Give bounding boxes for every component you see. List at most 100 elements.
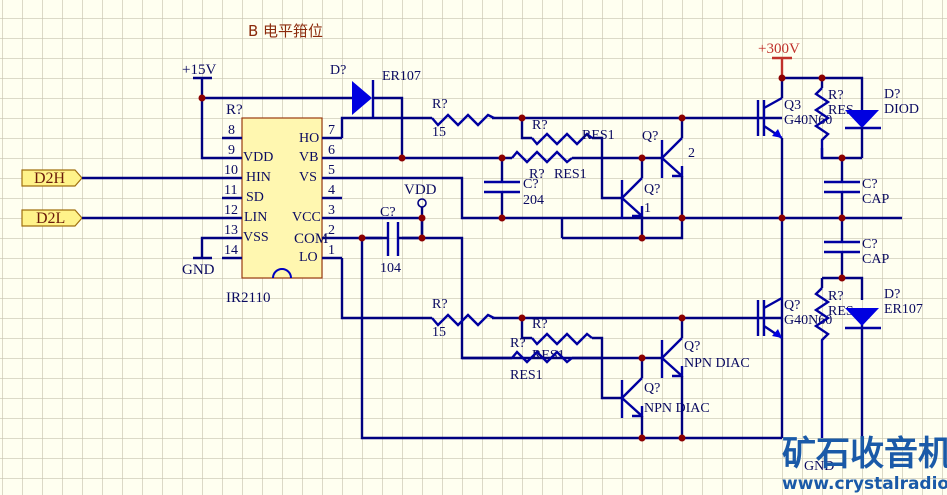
capacitor-104: C? 104 [362,205,422,276]
pin-num: 8 [228,123,235,138]
ic-body [241,117,323,279]
transistor-q-lo-2: Q? NPN DIAC [660,337,750,378]
gnd-right-label: GND [804,459,834,474]
watermark-url: www.crystalradio.cn [782,474,947,494]
gnd-left-symbol: GND [182,236,222,278]
plus300v-label: +300V [758,41,800,57]
sheet-title: B 电平箝位 [248,22,323,40]
resistor-hi-b: R? RES1 [511,150,587,182]
c-vdd-value: 104 [380,261,401,276]
d-boot-value: ER107 [382,69,421,84]
transistor-q-hi-1: Q? 1 [620,177,660,218]
r-lo-b-ref: R? [510,336,526,351]
q-lo-1-ref: Q? [644,381,660,396]
capacitor-cap-top: C? CAP [824,177,889,207]
pin-num: 3 [328,203,335,218]
resistor-hi-a: R? RES1 [531,118,615,146]
capacitor-204: C? 204 [484,158,544,218]
r-gate-lo-ref: R? [432,297,448,312]
pin-num: 13 [224,223,238,238]
pin-name: VDD [243,150,273,165]
port-d2h-label: D2H [34,170,66,187]
ic-ref: R? [226,102,243,118]
ir2110-chip: 8 9 10 11 12 13 14 VDD HIN SD LIN VSS 7 … [222,102,342,306]
pin-name: VB [299,150,318,165]
q3-ref: Q3 [784,98,801,113]
diode-er107-boot: D? ER107 [330,63,421,158]
watermark: 矿石收音机 www.crystalradio.cn [782,434,947,494]
resistor-snubber-lo: R? RES [813,287,854,438]
q-hi-2-ref: Q? [642,129,658,144]
resistor-snubber-hi: R? RES [813,87,854,158]
resistor-lo-b: R? RES1 [510,336,573,383]
port-d2h[interactable]: D2H [21,169,83,187]
pin-num: 2 [328,223,335,238]
r-gate-hi-value: 15 [432,125,446,140]
pin-num: 14 [224,243,238,258]
vdd-power-port: VDD [404,182,437,238]
c-bot-value: CAP [862,252,889,267]
pin-name: VCC [292,210,321,225]
pin-name: LIN [244,210,267,225]
d-hi-ref: D? [884,87,900,102]
r-hi-a-value: RES1 [582,128,615,143]
plus15v-power-port: +15V [182,62,340,160]
c-bot-ref: C? [862,237,878,252]
plus300v-power-port: +300V [758,41,800,78]
r-gate-hi-ref: R? [432,97,448,112]
r-snub-hi-ref: R? [828,88,844,103]
port-d2l[interactable]: D2L [21,209,83,227]
c-top-ref: C? [862,177,878,192]
vdd-label: VDD [404,182,437,198]
watermark-cn: 矿石收音机 [782,434,947,474]
capacitor-cap-bottom: C? CAP [824,237,889,267]
r-gate-lo-value: 15 [432,325,446,340]
d-hi-value: DIOD [884,102,919,117]
d-lo-value: ER107 [884,302,923,317]
q-lo-2-ref: Q? [684,339,700,354]
port-d2l-label: D2L [36,210,65,227]
pin-num: 10 [224,163,238,178]
r-hi-b-value: RES1 [554,167,587,182]
diode-hi: D? DIOD [845,87,919,158]
q-hi-1-pin: 1 [644,201,651,216]
r-lo-a-ref: R? [532,317,548,332]
pin-num: 7 [328,123,335,138]
pin-name: HO [299,131,319,146]
ic-part: IR2110 [226,290,270,306]
c-boot-ref: C? [523,177,539,192]
plus15v-label: +15V [182,62,216,78]
q-hi-2-pin: 2 [688,146,695,161]
pin-num: 9 [228,143,235,158]
pin-name: VSS [243,230,269,245]
c-vdd-ref: C? [380,205,396,220]
c-top-value: CAP [862,192,889,207]
pin-name: VS [299,170,317,185]
pin-num: 5 [328,163,335,178]
d-boot-ref: D? [330,63,346,78]
pin-name: LO [299,250,318,265]
pin-name: HIN [246,170,271,185]
r-snub-lo-ref: R? [828,289,844,304]
r-snub-lo-value: RES [828,304,854,319]
r-hi-b-ref: R? [529,167,545,182]
resistor-gate-hi: R? 15 [431,97,495,140]
q-lo-2-value: NPN DIAC [684,356,750,371]
q-lo-1-value: NPN DIAC [644,401,710,416]
transistor-q-lo-1: Q? NPN DIAC [620,377,710,418]
gnd-left-label: GND [182,262,215,278]
pin-name: COM [294,231,328,247]
r-lo-b-value: RES1 [510,368,543,383]
c-boot-value: 204 [523,193,544,208]
junction-dots [198,74,846,442]
pin-num: 11 [224,183,237,198]
r-snub-hi-value: RES [828,103,854,118]
pin-num: 4 [328,183,335,198]
pin-num: 6 [328,143,335,158]
r-hi-a-ref: R? [532,118,548,133]
diode-lo: D? ER107 [845,287,923,330]
q-hi-1-ref: Q? [644,182,660,197]
ic-notch [272,268,292,279]
